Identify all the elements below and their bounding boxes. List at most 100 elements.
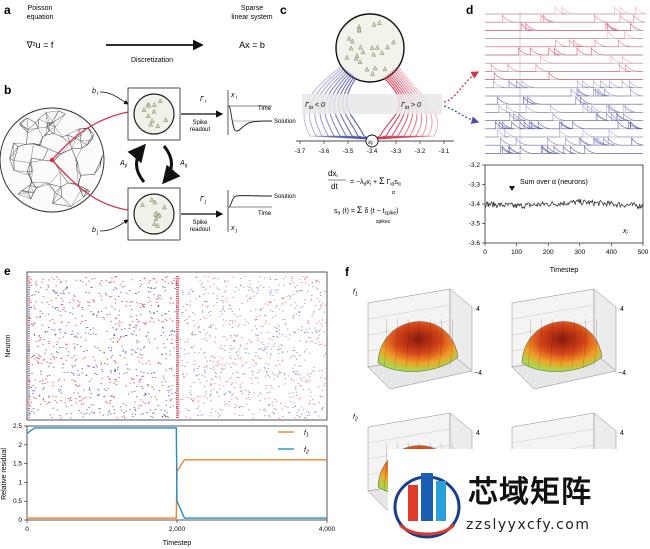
spike-dot xyxy=(62,300,64,302)
spike-dot xyxy=(320,304,323,306)
spike-dot xyxy=(170,367,173,369)
d-ylabel-var: xi xyxy=(622,228,629,237)
spike-dot xyxy=(313,310,315,312)
spike-dot xyxy=(138,407,140,409)
spike-dot xyxy=(293,379,295,381)
spike-dot xyxy=(35,398,37,400)
mesh-edge xyxy=(77,161,81,176)
spike-dot xyxy=(70,400,73,401)
spike-dot xyxy=(60,417,62,419)
spike-dot xyxy=(216,392,219,394)
spike-dot xyxy=(36,316,38,318)
spike-dot xyxy=(234,382,237,384)
spike-dot xyxy=(167,282,169,284)
a-ij-sub: ij xyxy=(185,163,188,169)
spike-dot xyxy=(214,336,217,338)
mesh-edge xyxy=(29,162,31,176)
spike-dot xyxy=(137,348,139,350)
spike-dot xyxy=(274,289,277,291)
spike-dot xyxy=(299,397,302,399)
reset-spike xyxy=(176,405,179,407)
spike-dot xyxy=(290,379,293,381)
onset-spike xyxy=(28,342,30,344)
spike-dot xyxy=(271,339,273,341)
spike-dot xyxy=(255,308,257,310)
spike-dot xyxy=(168,395,170,396)
spike-dot xyxy=(70,412,73,414)
spike-dot xyxy=(212,378,214,380)
spike-dot xyxy=(292,282,294,284)
neuron-glyphs-b xyxy=(140,98,169,228)
spike-dot xyxy=(115,379,117,381)
spike-dot xyxy=(169,334,171,336)
spike-dot xyxy=(130,333,133,335)
spike-dot xyxy=(280,403,282,404)
spike-dot xyxy=(73,392,75,394)
spike-dot xyxy=(221,369,224,371)
spike-dot xyxy=(171,330,173,331)
spike-dot xyxy=(307,322,310,324)
mesh-edge xyxy=(35,122,39,129)
spike-dot xyxy=(97,312,100,314)
spike-dot xyxy=(237,325,240,327)
mesh-edge xyxy=(80,140,88,146)
spike-dot xyxy=(51,417,53,419)
spike-dot xyxy=(75,279,78,281)
spike-dot xyxy=(60,282,62,283)
spike-dot xyxy=(103,395,105,397)
spike-dot xyxy=(160,409,162,411)
spike-dot xyxy=(157,306,159,307)
spike-dot xyxy=(80,346,82,347)
spike-dot xyxy=(106,402,108,404)
spike-dot xyxy=(110,396,112,398)
onset-spike xyxy=(28,324,30,326)
spike-dot xyxy=(121,301,123,303)
surface-mesh-line xyxy=(394,318,398,368)
spike-dot xyxy=(168,368,171,369)
spike-dot xyxy=(120,329,123,331)
spike-dot xyxy=(151,318,153,319)
spike-dot xyxy=(179,355,181,357)
spike-dot xyxy=(285,301,287,303)
onset-spike xyxy=(28,383,30,385)
mesh-edge xyxy=(49,130,54,134)
spike-dot xyxy=(196,276,198,278)
spike-dot xyxy=(198,379,200,380)
spike-dot xyxy=(228,363,231,365)
spike-dot xyxy=(31,364,34,366)
spike-dot xyxy=(89,365,91,367)
spike-dot xyxy=(225,381,227,382)
spike-dot xyxy=(257,355,259,357)
spike-dot xyxy=(106,358,109,360)
spike-dot xyxy=(49,401,51,403)
spike-dot xyxy=(292,392,294,394)
neuron-icon xyxy=(149,118,155,123)
a-ji-sub: ji xyxy=(124,163,128,169)
spike-dot xyxy=(110,413,112,415)
spike-dot xyxy=(203,386,206,387)
onset-spike xyxy=(28,306,30,308)
spike-dot xyxy=(50,362,52,364)
spike-dot xyxy=(165,353,167,355)
spike-dot xyxy=(231,382,233,384)
spike-dot xyxy=(153,294,155,296)
spike-dot xyxy=(48,362,50,364)
spike-dot xyxy=(28,345,30,347)
spike-dot xyxy=(103,396,105,398)
spike-dot xyxy=(56,276,58,278)
spike-dot xyxy=(76,344,79,346)
spike-dot xyxy=(309,380,311,382)
spike-dot xyxy=(276,336,278,337)
spike-dot xyxy=(281,359,284,361)
d-xtick-label: 0 xyxy=(483,249,487,256)
onset-spike xyxy=(28,287,30,289)
spike-dot xyxy=(218,396,220,397)
spike-dot xyxy=(290,377,292,379)
mesh-edge xyxy=(61,196,72,207)
spike-dot xyxy=(64,288,66,290)
spike-dot xyxy=(293,331,295,333)
spike-dot xyxy=(65,343,67,345)
neuron-icon xyxy=(348,45,354,51)
spike-dot xyxy=(226,403,228,405)
spike-dot xyxy=(229,305,231,307)
